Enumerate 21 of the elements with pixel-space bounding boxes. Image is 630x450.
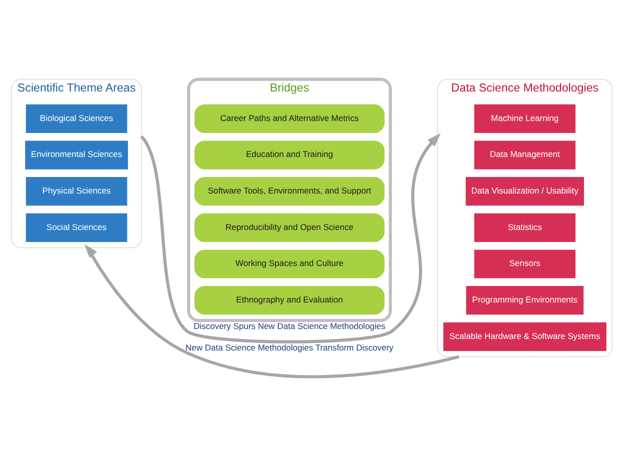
node-box: Reproducibility and Open Science	[194, 213, 385, 242]
edge-label: Discovery Spurs New Data Science Methodologies	[194, 320, 386, 331]
arrow	[84, 244, 460, 378]
node-box: Statistics	[474, 213, 576, 242]
node-box: Programming Environments	[466, 286, 584, 315]
node-box: Social Sciences	[26, 213, 128, 242]
node-box: Data Management	[474, 140, 576, 170]
node-box: Biological Sciences	[26, 104, 128, 133]
node-box: Machine Learning	[474, 104, 576, 133]
arrow	[140, 133, 441, 344]
node-box: Education and Training	[194, 140, 385, 170]
node-box: Working Spaces and Culture	[194, 250, 385, 278]
node-box: Data Visualization / Usability	[466, 177, 584, 206]
node-box: Software Tools, Environments, and Support	[194, 177, 385, 206]
node-box: Career Paths and Alternative Metrics	[194, 104, 385, 133]
node-box: Scalable Hardware & Software Systems	[443, 322, 606, 351]
node-box: Sensors	[474, 250, 576, 278]
node-box: Physical Sciences	[26, 177, 128, 206]
node-box: Ethnography and Evaluation	[194, 286, 385, 315]
edge-label: New Data Science Methodologies Transform Discovery	[186, 342, 394, 352]
node-box: Environmental Sciences	[25, 140, 128, 170]
